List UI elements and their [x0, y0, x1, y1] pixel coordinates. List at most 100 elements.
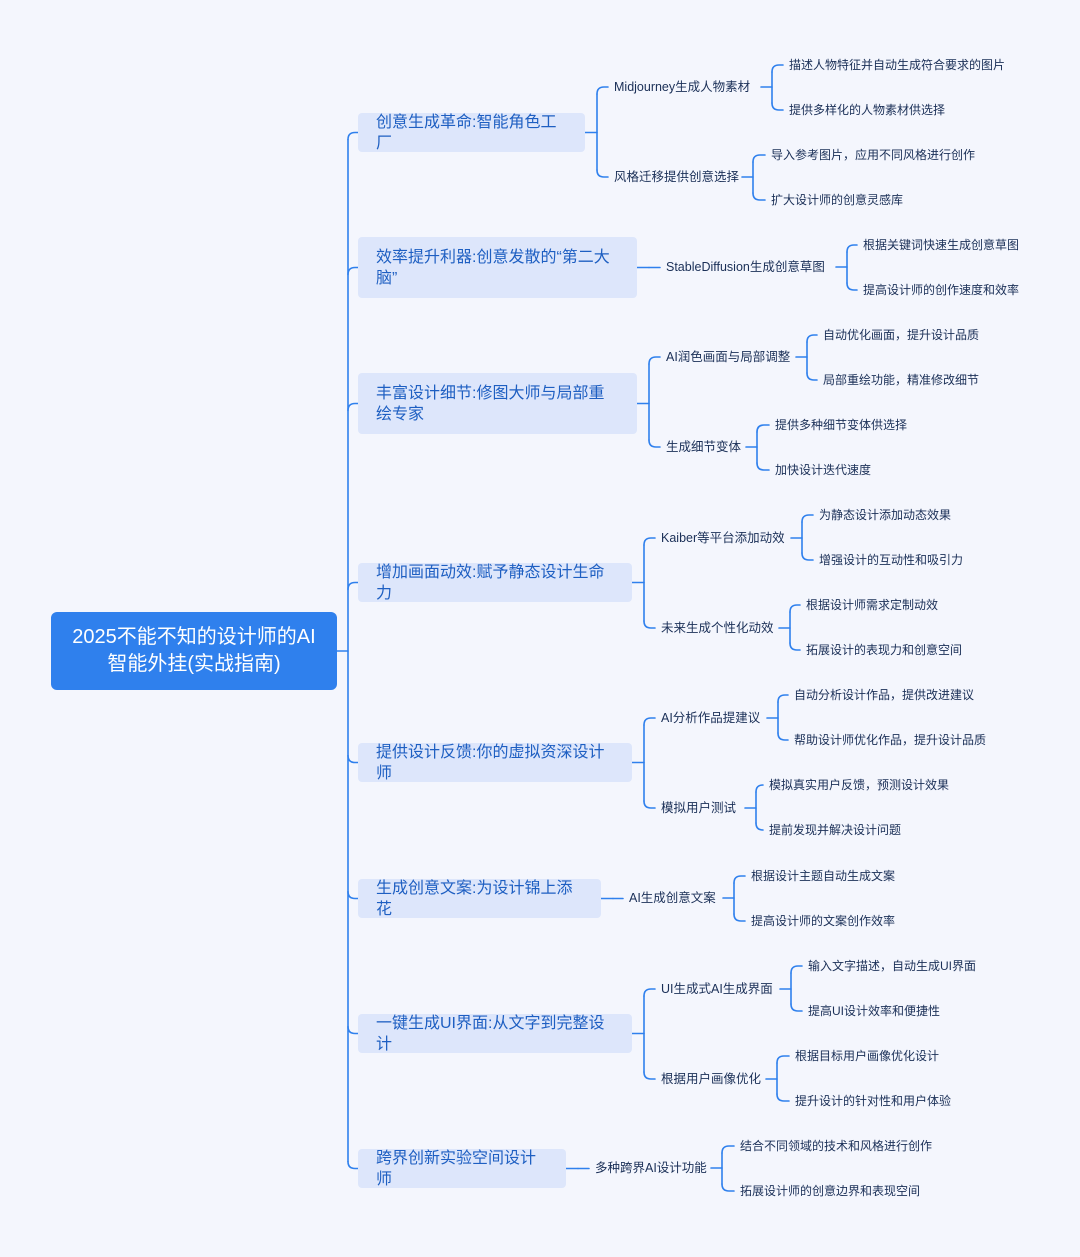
subtopic[interactable]: AI分析作品提建议	[661, 710, 760, 726]
subtopic[interactable]: AI生成创意文案	[629, 890, 716, 906]
leaf-topic[interactable]: 导入参考图片，应用不同风格进行创作	[771, 147, 975, 163]
leaf-topic-label: 提供多种细节变体供选择	[775, 418, 908, 432]
leaf-topic[interactable]: 提供多种细节变体供选择	[775, 417, 907, 433]
leaf-topic[interactable]: 结合不同领域的技术和风格进行创作	[740, 1138, 932, 1154]
branch-topic-label: 一键生成UI界面:从文字到完整设计	[376, 1014, 605, 1053]
subtopic-connector-link	[790, 965, 803, 974]
subtopic[interactable]: Midjourney生成人物素材	[614, 79, 750, 95]
subtopic[interactable]: 多种跨界AI设计功能	[595, 1160, 707, 1176]
subtopic-label: 风格迁移提供创意选择	[614, 170, 740, 184]
leaf-topic-label: 拓展设计师的创意边界和表现空间	[740, 1184, 921, 1198]
branch-connector-link	[643, 537, 656, 546]
leaf-topic[interactable]: 提供多样化的人物素材供选择	[789, 102, 945, 118]
leaf-topic[interactable]: 提高设计师的创作速度和效率	[863, 282, 1019, 298]
branch-connector-link	[596, 169, 609, 178]
subtopic-connector-link	[789, 642, 801, 651]
leaf-topic[interactable]: 根据设计主题自动生成文案	[751, 868, 895, 884]
subtopic-label: Kaiber等平台添加动效	[661, 531, 785, 545]
leaf-topic[interactable]: 根据设计师需求定制动效	[806, 597, 938, 613]
leaf-topic[interactable]: 扩大设计师的创意灵感库	[771, 192, 903, 208]
branch-topic-label: 提供设计反馈:你的虚拟资深设计师	[376, 743, 605, 782]
subtopic[interactable]: 未来生成个性化动效	[661, 620, 774, 636]
branch-connector-link	[643, 717, 656, 726]
leaf-topic[interactable]: 增强设计的互动性和吸引力	[819, 552, 963, 568]
leaf-topic[interactable]: 提高设计师的文案创作效率	[751, 913, 895, 929]
branch-topic[interactable]: 效率提升利器:创意发散的“第二大脑”	[358, 237, 637, 298]
subtopic-connector-link	[721, 1145, 735, 1154]
leaf-topic[interactable]: 拓展设计的表现力和创意空间	[806, 642, 962, 658]
branch-topic-label: 增加画面动效:赋予静态设计生命力	[376, 563, 605, 602]
leaf-topic-label: 增强设计的互动性和吸引力	[819, 553, 964, 567]
subtopic[interactable]: AI润色画面与局部调整	[666, 349, 790, 365]
subtopic-connector-link	[733, 913, 746, 922]
root-connector-link	[347, 402, 359, 412]
leaf-topic-label: 描述人物特征并自动生成符合要求的图片	[789, 58, 1006, 72]
branch-connector-link	[596, 86, 609, 95]
root-topic[interactable]: 2025不能不知的设计师的AI智能外挂(实战指南)	[51, 612, 337, 690]
subtopic-connector-link	[806, 372, 818, 381]
leaf-topic[interactable]: 提前发现并解决设计问题	[769, 822, 901, 838]
subtopic-label: 多种跨界AI设计功能	[595, 1161, 707, 1175]
branch-topic[interactable]: 一键生成UI界面:从文字到完整设计	[358, 1014, 632, 1053]
leaf-topic-label: 加快设计迭代速度	[775, 463, 872, 477]
subtopic[interactable]: 模拟用户测试	[661, 800, 736, 816]
leaf-topic[interactable]: 为静态设计添加动态效果	[819, 507, 951, 523]
subtopic-connector-link	[806, 334, 818, 343]
leaf-topic[interactable]: 加快设计迭代速度	[775, 462, 871, 478]
root-connector-link	[347, 890, 359, 900]
leaf-topic[interactable]: 描述人物特征并自动生成符合要求的图片	[789, 57, 1005, 73]
leaf-topic[interactable]: 输入文字描述，自动生成UI界面	[808, 958, 976, 974]
subtopic[interactable]: StableDiffusion生成创意草图	[666, 259, 825, 275]
leaf-topic-label: 提高设计师的文案创作效率	[751, 914, 896, 928]
leaf-topic[interactable]: 帮助设计师优化作品，提升设计品质	[794, 732, 986, 748]
subtopic[interactable]: UI生成式AI生成界面	[661, 981, 773, 997]
branch-topic-label: 效率提升利器:创意发散的“第二大脑”	[376, 248, 610, 287]
leaf-topic-label: 局部重绘功能，精准修改细节	[823, 373, 980, 387]
branch-topic[interactable]: 增加画面动效:赋予静态设计生命力	[358, 563, 632, 602]
subtopic[interactable]: 根据用户画像优化	[661, 1071, 761, 1087]
root-connector-link	[347, 754, 359, 764]
branch-topic[interactable]: 生成创意文案:为设计锦上添花	[358, 879, 601, 918]
leaf-topic-label: 为静态设计添加动态效果	[819, 508, 952, 522]
root-connector-link	[347, 131, 359, 141]
leaf-topic[interactable]: 自动分析设计作品，提供改进建议	[794, 687, 974, 703]
leaf-topic[interactable]: 根据关键词快速生成创意草图	[863, 237, 1019, 253]
branch-topic[interactable]: 跨界创新实验空间设计师	[358, 1149, 566, 1188]
subtopic[interactable]: Kaiber等平台添加动效	[661, 530, 785, 546]
subtopic-connector-link	[755, 784, 764, 793]
branch-topic[interactable]: 丰富设计细节:修图大师与局部重绘专家	[358, 373, 637, 434]
subtopic-connector-link	[801, 514, 814, 523]
branch-connector-link	[643, 800, 656, 809]
subtopic-label: 未来生成个性化动效	[661, 621, 774, 635]
subtopic-label: 模拟用户测试	[661, 801, 737, 815]
leaf-topic[interactable]: 自动优化画面，提升设计品质	[823, 327, 979, 343]
leaf-topic-label: 导入参考图片，应用不同风格进行创作	[771, 148, 976, 162]
branch-topic[interactable]: 创意生成革命:智能角色工厂	[358, 113, 585, 152]
root-connector-link	[347, 1025, 359, 1035]
leaf-topic-label: 输入文字描述，自动生成UI界面	[808, 959, 977, 973]
branch-connector-link	[643, 988, 656, 997]
root-connector-link	[347, 1160, 359, 1170]
branch-topic[interactable]: 提供设计反馈:你的虚拟资深设计师	[358, 743, 632, 782]
branch-topic-label: 跨界创新实验空间设计师	[376, 1149, 537, 1188]
leaf-topic[interactable]: 提高UI设计效率和便捷性	[808, 1003, 940, 1019]
leaf-topic-label: 提前发现并解决设计问题	[769, 823, 902, 837]
subtopic[interactable]: 生成细节变体	[666, 439, 741, 455]
leaf-topic-label: 扩大设计师的创意灵感库	[771, 193, 904, 207]
subtopic-connector-link	[789, 604, 801, 613]
leaf-topic-label: 结合不同领域的技术和风格进行创作	[740, 1139, 933, 1153]
branch-connector-link	[648, 356, 661, 365]
leaf-topic-label: 自动优化画面，提升设计品质	[823, 328, 980, 342]
leaf-topic[interactable]: 局部重绘功能，精准修改细节	[823, 372, 979, 388]
subtopic[interactable]: 风格迁移提供创意选择	[614, 169, 739, 185]
subtopic-connector-link	[752, 154, 766, 163]
leaf-topic[interactable]: 模拟真实用户反馈，预测设计效果	[769, 777, 949, 793]
subtopic-connector-link	[721, 1183, 735, 1192]
subtopic-label: 生成细节变体	[666, 440, 742, 454]
subtopic-connector-link	[755, 822, 764, 831]
leaf-topic-label: 提高UI设计效率和便捷性	[808, 1004, 941, 1018]
leaf-topic[interactable]: 根据目标用户画像优化设计	[795, 1048, 939, 1064]
leaf-topic[interactable]: 提升设计的针对性和用户体验	[795, 1093, 951, 1109]
leaf-topic[interactable]: 拓展设计师的创意边界和表现空间	[740, 1183, 920, 1199]
